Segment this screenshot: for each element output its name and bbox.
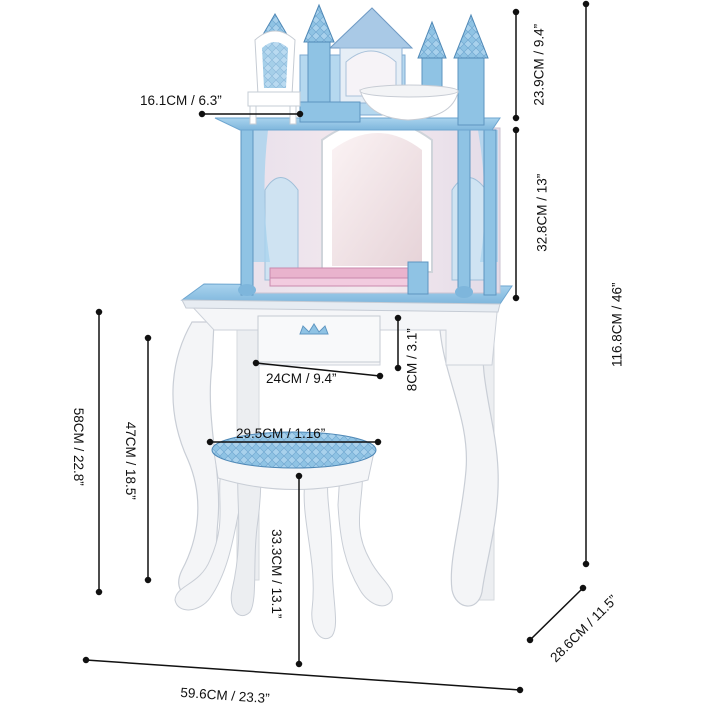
leg-height-label: 47CM / 18.5” (122, 421, 138, 500)
dimension-lines (82, 0, 590, 694)
mirror-height-label: 32.8CM / 13” (534, 173, 550, 252)
topper-height-label: 23.9CM / 9.4” (531, 23, 547, 106)
stool-diameter-label: 29.5CM / 1.16” (236, 426, 326, 441)
stool (174, 431, 393, 640)
shelf-width-label: 16.1CM / 6.3” (140, 93, 222, 108)
crown-handle-icon (299, 323, 329, 335)
total-height-label: 116.8CM / 46” (609, 282, 625, 368)
stool-height-label: 33.3CM / 13.1” (268, 529, 284, 619)
vanity-table (172, 3, 513, 607)
drawer-height-label: 8CM / 3.1” (404, 328, 420, 392)
drawer-width-label: 24CM / 9.4” (266, 371, 337, 386)
table-height-label: 58CM / 22.8” (70, 407, 86, 486)
drawer (257, 315, 381, 363)
throne-chair (247, 30, 301, 125)
